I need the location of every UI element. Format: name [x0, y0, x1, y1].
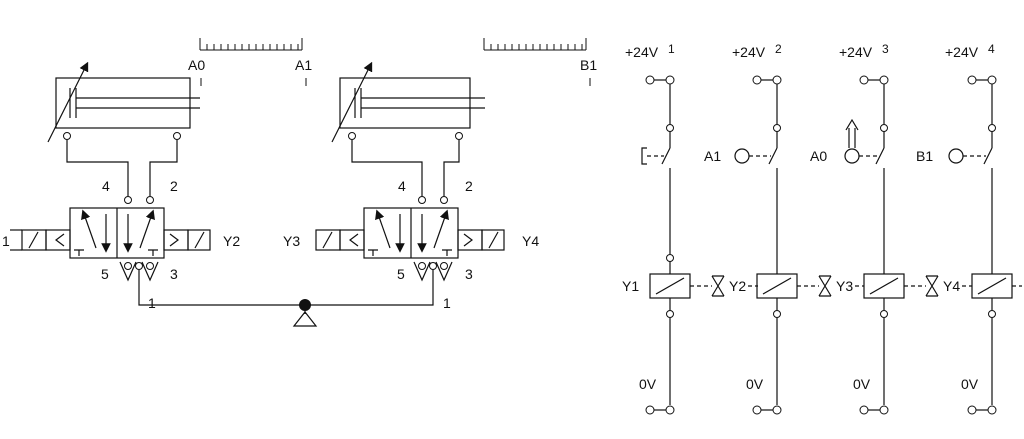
- valve1-port-4: 4: [102, 178, 110, 194]
- position-label-a0: A0: [188, 57, 205, 73]
- rung2-supply-label: +24V: [732, 44, 766, 60]
- rung2-ground-label: 0V: [746, 376, 764, 392]
- valve-1: 4 2 5 3 1 1 Y2: [2, 178, 240, 311]
- rung4-number: 4: [988, 42, 995, 56]
- rung2-interlock-label: Y3: [836, 278, 853, 294]
- rung4-contact-label: B1: [916, 148, 933, 164]
- rung-1: +24V 1 0V Y1 Y2: [622, 42, 758, 415]
- valve1-port-3: 3: [170, 266, 178, 282]
- rung1-ground-label: 0V: [639, 376, 657, 392]
- valve2-port-5: 5: [397, 266, 405, 282]
- valve2-port-2: 2: [465, 178, 473, 194]
- air-supply: [138, 270, 434, 327]
- position-scale-1: A0 A1: [188, 38, 312, 86]
- valve1-port-2: 2: [170, 178, 178, 194]
- rung-2: +24V 2 A1 0V Y3: [704, 42, 864, 415]
- rung2-number: 2: [775, 42, 782, 56]
- rung-4: +24V 4 B1 0V: [916, 42, 1022, 415]
- valve2-solenoid-left-label: Y3: [283, 233, 300, 249]
- valve-2: 4 2 5 3 1 Y3 Y4: [283, 178, 539, 311]
- valve1-port-5: 5: [101, 266, 109, 282]
- rung4-ground-label: 0V: [961, 376, 979, 392]
- position-label-a1: A1: [295, 57, 312, 73]
- rung3-contact-label: A0: [810, 148, 827, 164]
- rung1-number: 1: [668, 42, 675, 56]
- rung3-supply-label: +24V: [839, 44, 873, 60]
- valve2-port-4: 4: [398, 178, 406, 194]
- valve1-solenoid-right-label: Y2: [223, 233, 240, 249]
- rung3-number: 3: [882, 42, 889, 56]
- cylinder-1: [47, 61, 200, 143]
- valve2-solenoid-right-label: Y4: [522, 233, 539, 249]
- rung1-interlock-label: Y2: [729, 278, 746, 294]
- valve1-port-1: 1: [148, 295, 156, 311]
- rung3-ground-label: 0V: [853, 376, 871, 392]
- rung4-supply-label: +24V: [945, 44, 979, 60]
- rung1-supply-label: +24V: [625, 44, 659, 60]
- rung1-coil-label: Y1: [622, 278, 639, 294]
- valve2-port-3: 3: [465, 266, 473, 282]
- rung3-interlock-label: Y4: [943, 278, 960, 294]
- valve2-port-1: 1: [443, 295, 451, 311]
- position-scale-2: B1: [483, 38, 597, 86]
- rung-3: +24V 3 A0 0V Y4: [810, 42, 972, 415]
- cylinder-2: [331, 61, 485, 143]
- position-label-b1: B1: [580, 57, 597, 73]
- electrical-ladder: +24V 1 0V Y1 Y2 +24V: [622, 42, 1022, 415]
- valve1-solenoid-left-label: 1: [2, 233, 10, 249]
- rung2-contact-label: A1: [704, 148, 721, 164]
